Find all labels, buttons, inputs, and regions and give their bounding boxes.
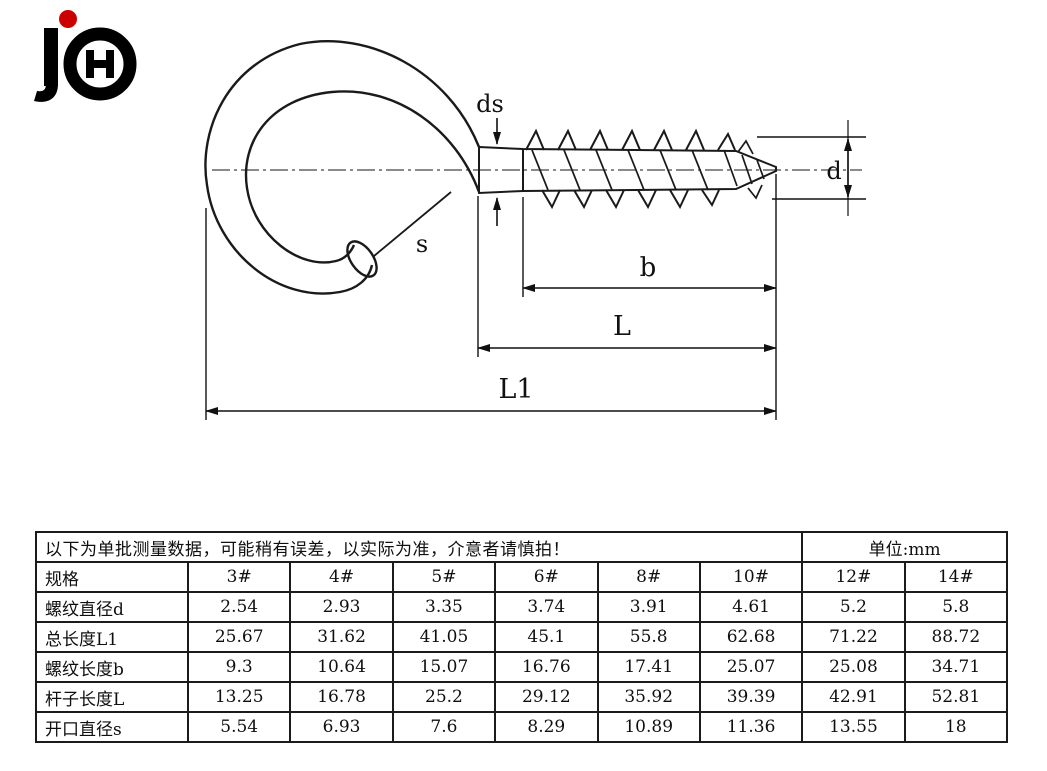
col-header: 4# — [289, 561, 394, 593]
table-cell: 13.25 — [186, 681, 292, 713]
table-cell: 10.64 — [289, 651, 394, 683]
jh-monogram-icon — [34, 10, 137, 102]
table-cell: 25.2 — [391, 681, 497, 713]
table-cell: 6.93 — [289, 711, 394, 743]
dimension-L1: L1 — [205, 374, 777, 415]
col-header: 10# — [698, 561, 804, 593]
table-cell: 5.8 — [903, 591, 1009, 623]
row-label: 开口直径s — [35, 711, 189, 743]
table-cell: 11.36 — [698, 711, 804, 743]
table-cell: 9.3 — [186, 651, 292, 683]
table-cell: 5.54 — [186, 711, 292, 743]
table-cell: 31.62 — [289, 621, 394, 653]
table-cell: 7.6 — [391, 711, 497, 743]
thread-flanks — [531, 149, 738, 191]
dimension-b: b — [522, 253, 777, 292]
dimension-s: s — [373, 191, 452, 258]
table-cell: 88.72 — [903, 621, 1009, 653]
screw-body — [478, 128, 777, 210]
row-label: 螺纹直径d — [35, 591, 189, 623]
table-cell: 2.93 — [289, 591, 394, 623]
dimension-L: L — [477, 311, 777, 352]
table-cell: 25.08 — [801, 651, 906, 683]
extension-lines — [205, 174, 777, 420]
dim-label-L: L — [613, 311, 631, 342]
table-cell: 10.89 — [596, 711, 701, 743]
table-cell: 3.74 — [494, 591, 599, 623]
table-cell: 52.81 — [903, 681, 1009, 713]
table-cell: 62.68 — [698, 621, 804, 653]
dimension-ds: ds — [476, 90, 504, 226]
table-cell: 25.67 — [186, 621, 292, 653]
table-cell: 8.29 — [494, 711, 599, 743]
table-cell: 3.35 — [391, 591, 497, 623]
col-header: 6# — [494, 561, 599, 593]
table-cell: 29.12 — [494, 681, 599, 713]
tip-threads — [737, 139, 765, 200]
table-cell: 71.22 — [801, 621, 906, 653]
thread-crests-top — [525, 128, 736, 151]
table-cell: 5.2 — [801, 591, 906, 623]
dim-label-d: d — [826, 157, 841, 185]
table-cell: 16.78 — [289, 681, 394, 713]
brand-logo — [34, 10, 137, 102]
table-cell: 18 — [903, 711, 1009, 743]
row-label: 杆子长度L — [35, 681, 189, 713]
dim-label-ds: ds — [476, 90, 504, 118]
dim-label-L1: L1 — [498, 374, 533, 405]
table-cell: 25.07 — [698, 651, 804, 683]
table-cell: 39.39 — [698, 681, 804, 713]
table-cell: 42.91 — [801, 681, 906, 713]
notice-row: 以下为单批测量数据，可能稍有误差，以实际为准，介意者请慎拍！ 单位:mm — [34, 531, 1008, 563]
table-cell: 2.54 — [186, 591, 292, 623]
table-unit: 单位:mm — [801, 531, 1008, 563]
table-cell: 35.92 — [596, 681, 701, 713]
table-cell: 41.05 — [391, 621, 497, 653]
table-cell: 55.8 — [596, 621, 701, 653]
col-header: 8# — [596, 561, 701, 593]
col-header: 12# — [801, 561, 906, 593]
col-header: 14# — [903, 561, 1009, 593]
col-header: 3# — [186, 561, 292, 593]
brand-red-dot-icon — [59, 10, 77, 28]
dimension-d: d — [757, 120, 866, 216]
table-cell: 13.55 — [801, 711, 906, 743]
table-cell: 45.1 — [494, 621, 599, 653]
row-label: 规格 — [35, 561, 189, 593]
table-cell: 15.07 — [391, 651, 497, 683]
dim-label-s: s — [416, 230, 428, 258]
technical-drawing: s ds d b L — [204, 40, 866, 420]
hook-outline — [204, 40, 481, 295]
row-label: 总长度L1 — [35, 621, 189, 653]
table-cell: 16.76 — [494, 651, 599, 683]
row-label: 螺纹长度b — [35, 651, 189, 683]
table-cell: 34.71 — [903, 651, 1009, 683]
col-header: 5# — [391, 561, 497, 593]
table-cell: 3.91 — [596, 591, 701, 623]
table-cell: 17.41 — [596, 651, 701, 683]
table-cell: 4.61 — [698, 591, 804, 623]
hook-tip-opening — [346, 240, 378, 278]
table-notice: 以下为单批测量数据，可能稍有误差，以实际为准，介意者请慎拍！ — [34, 531, 804, 563]
dim-label-b: b — [640, 253, 657, 283]
thread-crests-bottom — [541, 189, 720, 210]
